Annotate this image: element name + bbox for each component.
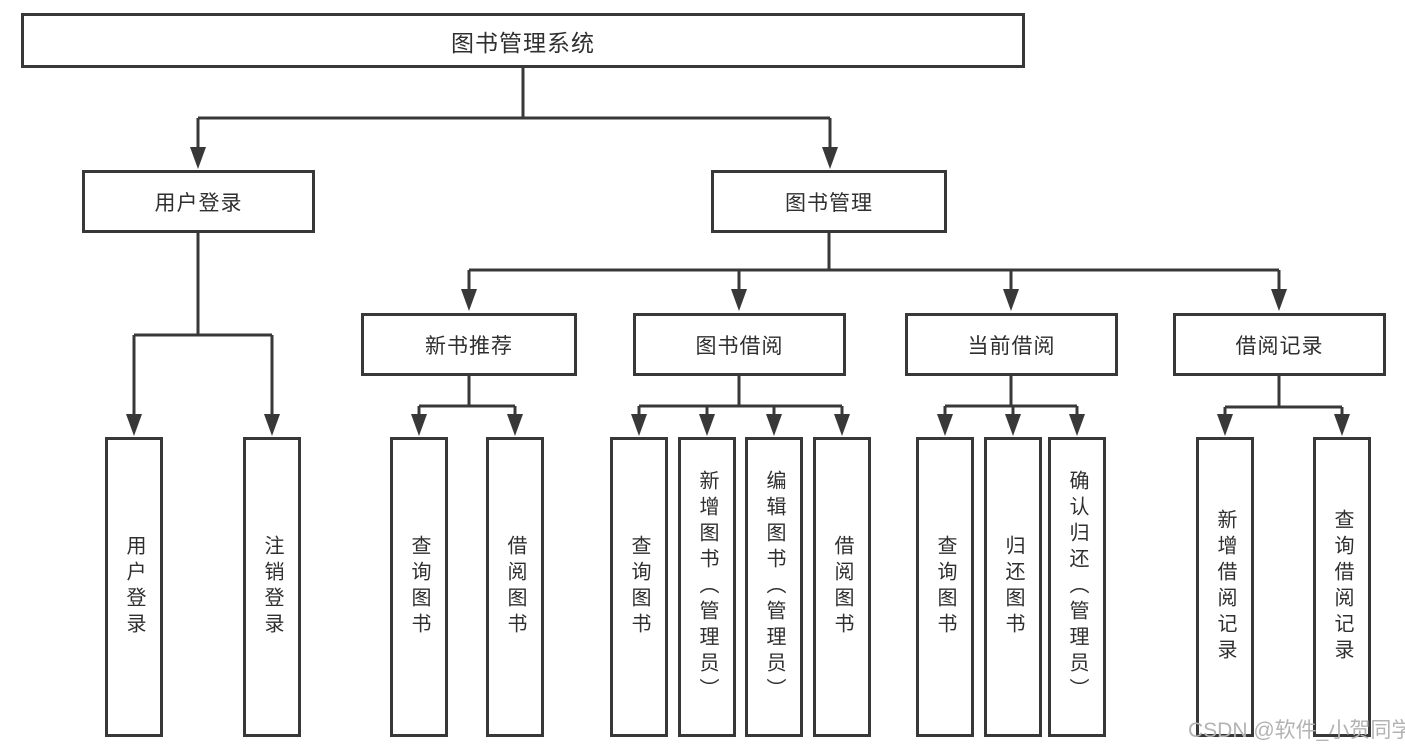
leaf-confirm-return-admin: 确认归还（管理员）: [1048, 437, 1106, 737]
leaf-add-borrow-record: 新增借阅记录: [1196, 437, 1254, 737]
node-borrow-records: 借阅记录: [1173, 313, 1386, 376]
leaf-add-borrow-record-label: 新增借阅记录: [1214, 509, 1236, 665]
leaf-query-books-borrow-label: 查询图书: [628, 535, 650, 639]
leaf-query-books-current: 查询图书: [916, 437, 974, 737]
node-user-login-branch: 用户登录: [82, 170, 315, 233]
leaf-return-book: 归还图书: [984, 437, 1042, 737]
leaf-query-books-borrow: 查询图书: [610, 437, 668, 737]
leaf-borrow-books-rec: 借阅图书: [486, 437, 544, 737]
leaf-query-books-rec: 查询图书: [390, 437, 448, 737]
leaf-confirm-return-admin-label: 确认归还（管理员）: [1066, 470, 1088, 704]
node-book-mgmt-branch: 图书管理: [711, 170, 947, 233]
leaf-borrow-books-label: 借阅图书: [831, 535, 853, 639]
leaf-user-login: 用户登录: [105, 437, 163, 737]
node-borrow-records-label: 借阅记录: [1235, 334, 1324, 358]
node-book-borrow-label: 图书借阅: [695, 334, 784, 358]
node-current-borrow: 当前借阅: [905, 313, 1118, 376]
node-new-book-rec-label: 新书推荐: [425, 334, 513, 358]
leaf-add-book-admin-label: 新增图书（管理员）: [696, 470, 718, 704]
leaf-logout-label: 注销登录: [261, 535, 283, 639]
leaf-query-books-current-label: 查询图书: [934, 535, 956, 639]
leaf-query-borrow-record-label: 查询借阅记录: [1331, 509, 1353, 665]
node-book-mgmt-branch-label: 图书管理: [785, 191, 873, 215]
node-new-book-rec: 新书推荐: [361, 313, 577, 376]
leaf-return-book-label: 归还图书: [1002, 535, 1024, 639]
leaf-borrow-books: 借阅图书: [813, 437, 871, 737]
leaf-edit-book-admin: 编辑图书（管理员）: [745, 437, 803, 737]
node-user-login-branch-label: 用户登录: [154, 191, 243, 215]
leaf-edit-book-admin-label: 编辑图书（管理员）: [763, 470, 785, 704]
node-book-borrow: 图书借阅: [633, 313, 846, 376]
node-current-borrow-label: 当前借阅: [967, 334, 1056, 358]
leaf-logout: 注销登录: [243, 437, 301, 737]
leaf-query-books-rec-label: 查询图书: [408, 535, 430, 639]
leaf-query-borrow-record: 查询借阅记录: [1313, 437, 1371, 737]
node-root: 图书管理系统: [21, 13, 1025, 68]
leaf-add-book-admin: 新增图书（管理员）: [678, 437, 736, 737]
node-root-label: 图书管理系统: [451, 29, 595, 56]
leaf-borrow-books-rec-label: 借阅图书: [504, 535, 526, 639]
watermark: CSDN @软件_小贺同学: [1188, 719, 1405, 742]
leaf-user-login-label: 用户登录: [123, 535, 145, 639]
